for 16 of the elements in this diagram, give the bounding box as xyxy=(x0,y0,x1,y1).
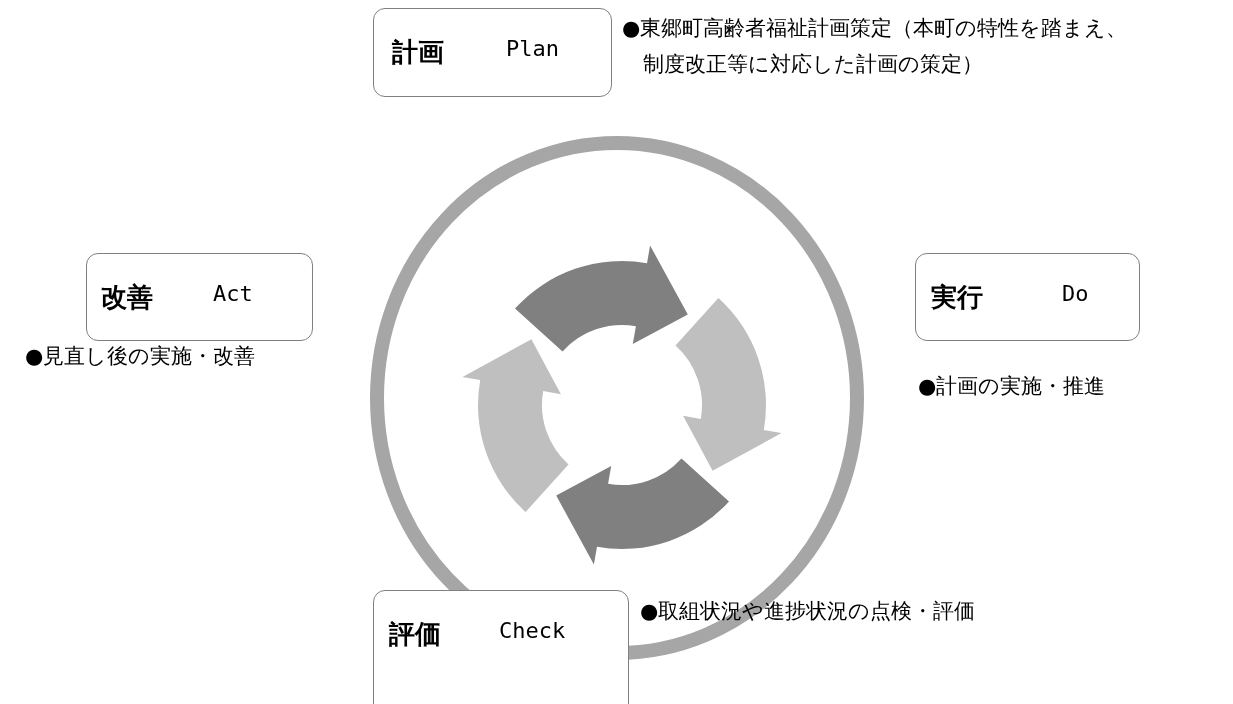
phase-label: Plan xyxy=(506,36,559,61)
phase-box xyxy=(86,253,313,341)
bullet-note: ●取組状況や進捗状況の点検・評価 xyxy=(640,598,977,625)
phase-title: 評価 xyxy=(389,618,441,651)
phase-box xyxy=(373,8,612,97)
phase-label: Act xyxy=(213,281,253,306)
phase-title: 計画 xyxy=(392,36,444,69)
phase-label: Check xyxy=(499,618,566,643)
phase-title: 実行 xyxy=(931,281,983,314)
phase-box xyxy=(915,253,1140,341)
bullet-note: ●計画の実施・推進 xyxy=(918,373,1107,400)
bullet-note: ●東郷町高齢者福祉計画策定（本町の特性を踏まえ、制度改正等に対応した計画の策定） xyxy=(622,15,1129,78)
phase-label: Do xyxy=(1062,281,1089,306)
phase-box xyxy=(373,590,629,704)
bullet-note: ●見直し後の実施・改善 xyxy=(25,343,257,370)
phase-title: 改善 xyxy=(101,281,153,314)
